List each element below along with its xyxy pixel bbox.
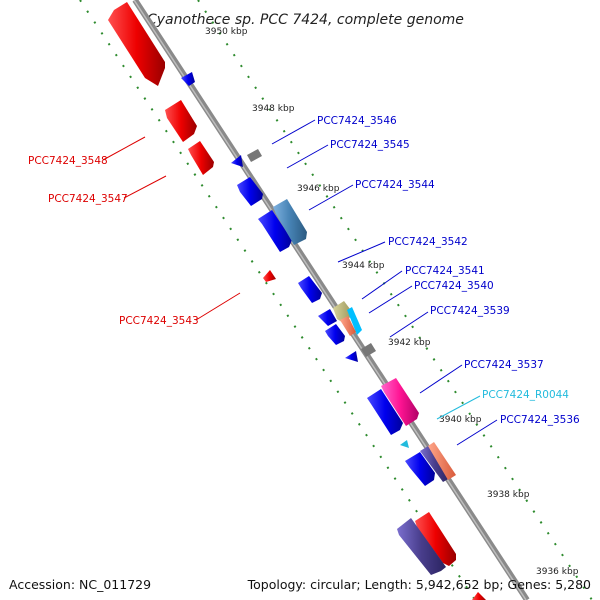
gene-grey-2[interactable] <box>361 343 376 357</box>
gene-3549[interactable] <box>108 2 165 86</box>
gene-label-3539[interactable]: PCC7424_3539 <box>430 305 510 317</box>
gene-3543[interactable] <box>263 270 276 282</box>
accession-text: Accession: NC_011729 <box>9 577 152 592</box>
gene-3544-blue[interactable] <box>258 210 292 252</box>
gene-3536-blue[interactable] <box>405 452 435 486</box>
ruler-label: 3948 kbp <box>252 104 295 114</box>
ruler-label: 3944 kbp <box>342 261 385 271</box>
gene-label-3537[interactable]: PCC7424_3537 <box>464 359 544 371</box>
gene-3545[interactable] <box>237 177 263 206</box>
gene-label-3545[interactable]: PCC7424_3545 <box>330 139 410 151</box>
ruler-label: 3950 kbp <box>205 27 248 37</box>
inner-dotted-track <box>197 0 593 600</box>
forward-strand-genes <box>181 72 456 575</box>
gene-3539-b[interactable] <box>325 324 345 345</box>
gene-red-lower[interactable] <box>415 512 456 566</box>
gene-label-R0044[interactable]: PCC7424_R0044 <box>482 389 569 401</box>
gene-3546[interactable] <box>231 155 243 167</box>
ruler-labels: 3950 kbp 3948 kbp 3946 kbp 3944 kbp 3942… <box>205 27 579 577</box>
map-title: Cyanothece sp. PCC 7424, complete genome <box>147 12 464 28</box>
ruler-label: 3936 kbp <box>536 567 579 577</box>
gene-red-bottom[interactable] <box>472 592 486 600</box>
ruler-label: 3940 kbp <box>439 415 482 425</box>
gene-3540-salmon[interactable] <box>340 316 356 336</box>
gene-3540-cyan[interactable] <box>347 307 362 335</box>
backbone-highlight <box>133 0 527 600</box>
gene-3539-a[interactable] <box>318 309 337 326</box>
gene-3536-salmon[interactable] <box>428 442 456 480</box>
gene-label-3542[interactable]: PCC7424_3542 <box>388 236 468 248</box>
ruler-label: 3946 kbp <box>297 184 340 194</box>
gene-3544-steel[interactable] <box>273 199 307 245</box>
ruler-label: 3938 kbp <box>487 490 530 500</box>
gene-3542[interactable] <box>298 276 322 303</box>
gene-grey-1[interactable] <box>247 149 262 162</box>
gene-small-blue-top[interactable] <box>181 72 195 86</box>
gene-label-3540[interactable]: PCC7424_3540 <box>414 280 494 292</box>
gene-label-3548[interactable]: PCC7424_3548 <box>28 155 108 167</box>
gene-label-3544[interactable]: PCC7424_3544 <box>355 179 435 191</box>
gene-label-3536[interactable]: PCC7424_3536 <box>500 414 580 426</box>
reverse-strand-genes <box>108 2 486 600</box>
gene-3536-indigo[interactable] <box>420 445 450 482</box>
genome-backbone <box>132 0 530 600</box>
topology-text: Topology: circular; Length: 5,942,652 bp… <box>247 577 591 592</box>
label-leader-lines <box>102 119 498 446</box>
gene-label-3546[interactable]: PCC7424_3546 <box>317 115 397 127</box>
gene-R0044[interactable] <box>400 440 409 448</box>
gene-indigo-lower[interactable] <box>397 518 446 575</box>
gene-3548[interactable] <box>165 100 197 142</box>
gene-label-3543[interactable]: PCC7424_3543 <box>119 315 199 327</box>
gene-3547[interactable] <box>188 141 214 175</box>
gene-3537-blue[interactable] <box>367 389 403 435</box>
gene-label-3547[interactable]: PCC7424_3547 <box>48 193 128 205</box>
gene-label-3541[interactable]: PCC7424_3541 <box>405 265 485 277</box>
gene-labels: PCC7424_3546 PCC7424_3545 PCC7424_3544 P… <box>28 115 580 426</box>
outer-dotted-track <box>79 0 476 600</box>
ruler-label: 3942 kbp <box>388 338 431 348</box>
gene-small-blue-mid[interactable] <box>345 351 358 362</box>
gene-3537-pink[interactable] <box>381 378 419 426</box>
